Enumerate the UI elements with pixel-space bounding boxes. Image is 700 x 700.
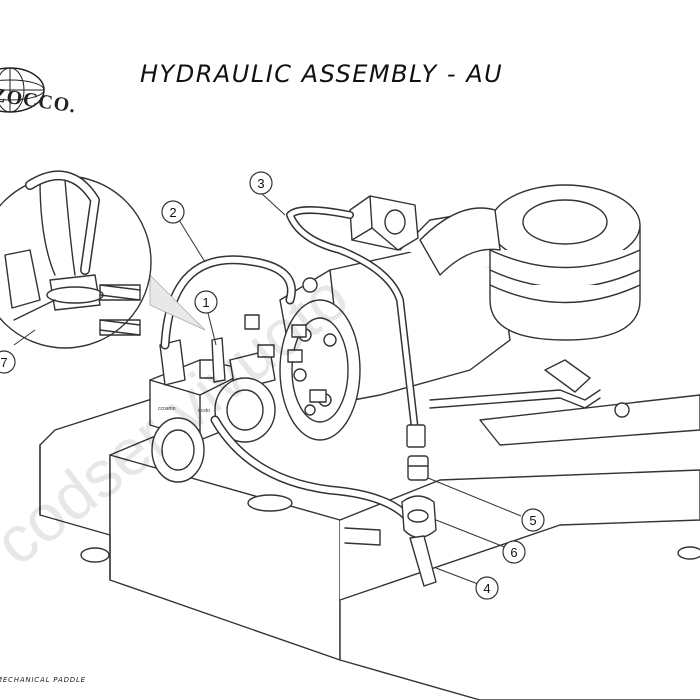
callout-6-label: 6 xyxy=(510,545,517,560)
valve-label-left: ccoamn xyxy=(158,406,176,412)
hose-end-4 xyxy=(409,535,437,587)
callout-3: 3 xyxy=(249,171,273,195)
base-frame xyxy=(39,389,700,700)
callout-2: 2 xyxy=(161,200,185,224)
leader-lines xyxy=(13,192,522,585)
callout-7-label: 7 xyxy=(0,355,7,370)
reservoir-canister xyxy=(419,184,641,341)
callout-5-label: 5 xyxy=(529,513,536,528)
brand-logo: ZOCCO. xyxy=(0,40,110,120)
outlet-line xyxy=(429,359,630,418)
callout-7: 7 xyxy=(0,350,16,374)
hose-4 xyxy=(210,415,415,525)
valve-block xyxy=(149,339,276,483)
hose-3 xyxy=(286,206,426,448)
callout-6: 6 xyxy=(502,540,526,564)
callout-5: 5 xyxy=(521,508,545,532)
fitting-5 xyxy=(407,455,429,481)
callout-2-label: 2 xyxy=(169,205,176,220)
valve-label-right: ncsto xyxy=(198,408,210,414)
detail-inset xyxy=(0,170,206,349)
callout-1: 1 xyxy=(194,290,218,314)
callout-4: 4 xyxy=(475,576,499,600)
callout-3-label: 3 xyxy=(257,176,264,191)
pump-fittings xyxy=(211,277,327,403)
globe-icon xyxy=(0,67,45,113)
callout-4-label: 4 xyxy=(483,581,490,596)
footer-caption: MECHANICAL PADDLE xyxy=(0,676,86,684)
callout-1-label: 1 xyxy=(202,295,209,310)
hose-2 xyxy=(160,255,296,350)
electrical-box xyxy=(349,195,419,251)
page-title: HYDRAULIC ASSEMBLY - AU xyxy=(140,60,504,88)
fitting-6 xyxy=(401,495,437,539)
